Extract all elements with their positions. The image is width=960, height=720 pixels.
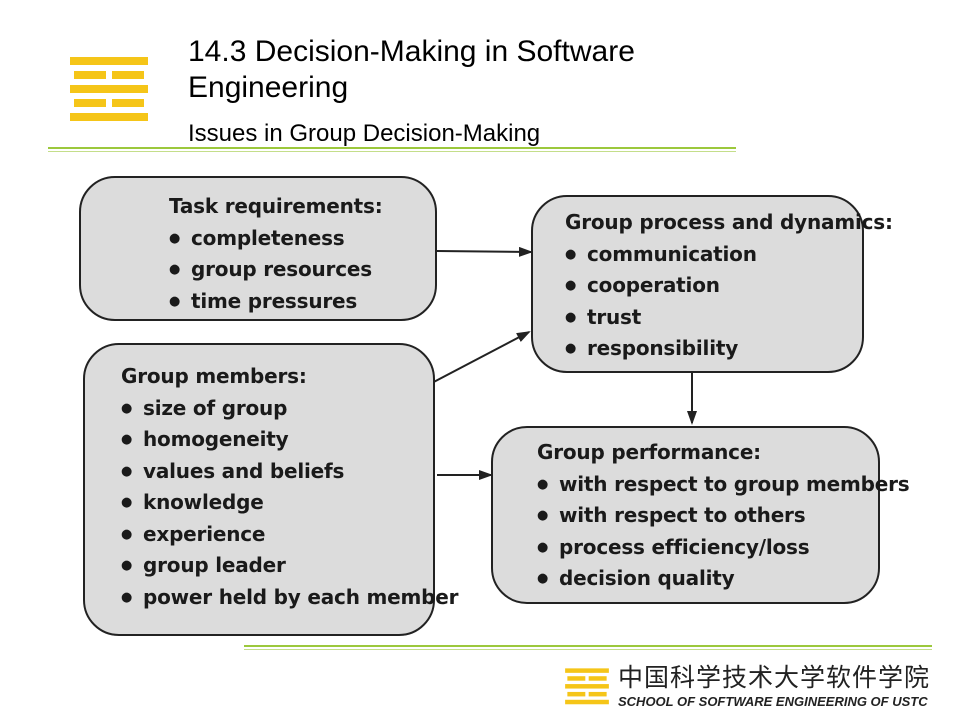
- group-members-item: homogeneity: [121, 424, 433, 456]
- group-performance-item: with respect to group members: [537, 469, 910, 501]
- arrow-task-to-process: [436, 246, 533, 257]
- task-requirements-item: group resources: [169, 254, 435, 286]
- footer-divider-thin: [244, 649, 932, 650]
- group-performance-item: decision quality: [537, 563, 878, 595]
- group-members-title: Group members:: [121, 364, 307, 388]
- group-process-title: Group process and dynamics:: [565, 210, 893, 234]
- header-divider: [48, 147, 736, 149]
- group-process-item: responsibility: [565, 333, 862, 365]
- school-logo: [70, 57, 148, 121]
- group-members-item: power held by each member: [121, 582, 458, 614]
- group-performance-item: with respect to others: [537, 500, 878, 532]
- header-divider-thin: [48, 151, 736, 152]
- group-members-item: size of group: [121, 393, 433, 425]
- footer-institution-en: SCHOOL OF SOFTWARE ENGINEERING OF USTC: [618, 694, 928, 709]
- task-requirements-box: Task requirements: completeness group re…: [79, 176, 437, 321]
- group-performance-box: Group performance: with respect to group…: [491, 426, 910, 604]
- footer-divider: [244, 645, 932, 647]
- task-requirements-item: time pressures: [169, 286, 435, 318]
- group-members-item: experience: [121, 519, 433, 551]
- group-members-item: knowledge: [121, 487, 433, 519]
- arrow-members-to-process: [427, 331, 531, 386]
- footer-institution-cn: 中国科学技术大学软件学院: [618, 663, 931, 692]
- group-process-box: Group process and dynamics: communicatio…: [531, 195, 893, 373]
- footer-school-logo: [565, 668, 609, 705]
- group-performance-title: Group performance:: [537, 440, 761, 464]
- group-members-item: group leader: [121, 550, 433, 582]
- group-process-item: trust: [565, 302, 862, 334]
- task-requirements-item: completeness: [169, 223, 435, 255]
- task-requirements-title: Task requirements:: [169, 194, 383, 218]
- page-subtitle: Issues in Group Decision-Making: [188, 120, 541, 147]
- page-title: 14.3 Decision-Making in Software Enginee…: [188, 35, 635, 104]
- group-process-item: communication: [565, 239, 862, 271]
- group-performance-item: process efficiency/loss: [537, 532, 878, 564]
- group-members-item: values and beliefs: [121, 456, 433, 488]
- group-members-box: Group members: size of group homogeneity…: [83, 343, 458, 636]
- group-process-item: cooperation: [565, 270, 862, 302]
